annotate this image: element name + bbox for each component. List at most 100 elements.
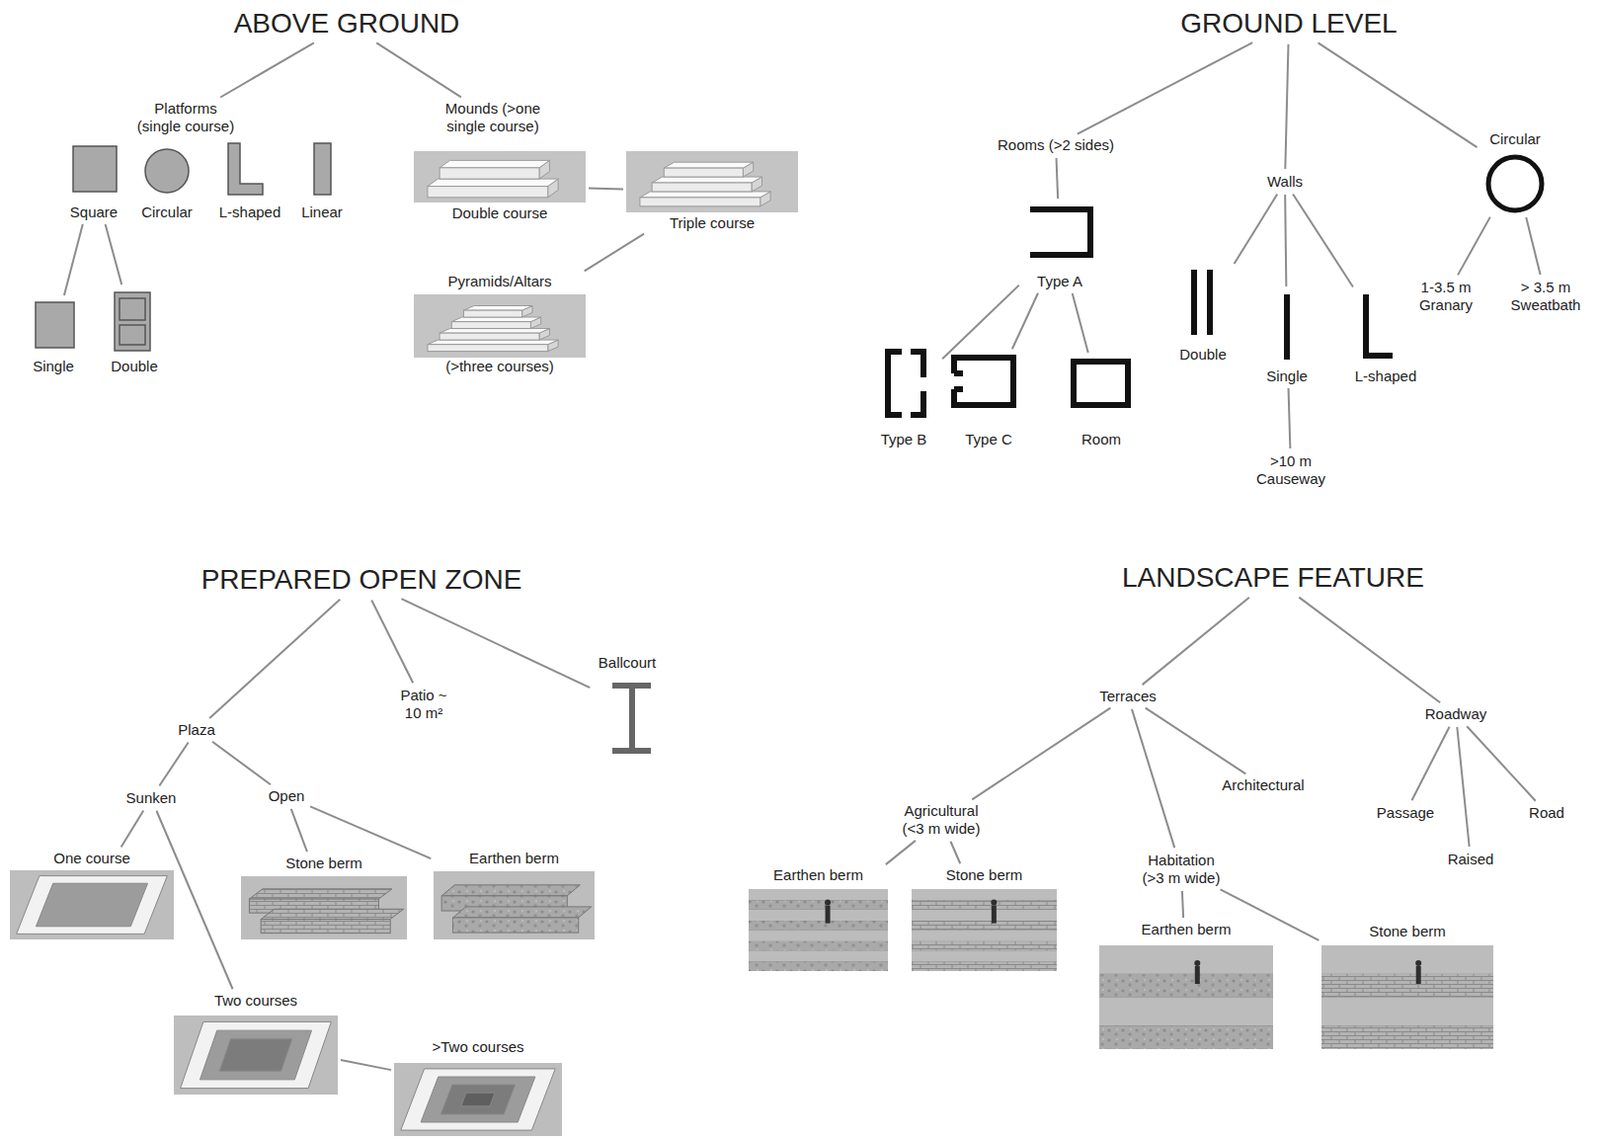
node-text: Stone berm xyxy=(285,854,363,873)
tree-connector xyxy=(371,599,413,683)
node-text: Circular xyxy=(141,203,193,222)
node-text: Square xyxy=(70,203,118,222)
class-label: Raised xyxy=(1444,849,1498,870)
tree-connector xyxy=(1411,726,1449,801)
render-ground xyxy=(394,1062,562,1136)
mound-top xyxy=(427,178,559,186)
tree-connector xyxy=(291,808,308,852)
tree-connector xyxy=(209,599,340,719)
class-icon-node: Stone berm xyxy=(240,854,407,940)
node-text: Passage xyxy=(1376,803,1435,822)
render-ground xyxy=(433,871,595,940)
tree-connector xyxy=(400,598,590,688)
tree-connector xyxy=(1077,42,1253,134)
node-text: Two courses xyxy=(214,991,298,1010)
category-title: ABOVE GROUND xyxy=(231,5,464,42)
tree-connector xyxy=(588,187,624,191)
node-text: ABOVE GROUND xyxy=(234,6,461,41)
tree-connector xyxy=(1220,888,1320,940)
mound-front xyxy=(439,167,540,179)
render-ground xyxy=(9,870,174,940)
figure xyxy=(825,905,831,924)
node-text: Double xyxy=(1179,345,1227,364)
terrace-top xyxy=(911,909,1057,921)
node-text: GROUND LEVEL xyxy=(1180,6,1397,41)
node-text: Rooms (>2 sides) xyxy=(997,136,1115,155)
class-icon-node: Earthen berm xyxy=(1099,920,1274,1049)
class-icon-node: Stone berm xyxy=(911,866,1057,971)
linear-icon xyxy=(314,143,331,195)
class-label: Mounds (>one single course) xyxy=(425,98,560,137)
terrace-front xyxy=(748,899,888,909)
tree-connector xyxy=(1318,42,1478,148)
node-text: L-shaped xyxy=(1355,367,1418,386)
berm-front xyxy=(260,919,391,934)
mound-front xyxy=(439,332,540,340)
terrace-front xyxy=(911,961,1057,971)
double-platform-icon xyxy=(114,292,151,351)
terrace-front xyxy=(748,941,888,951)
class-label: Sunken xyxy=(123,788,180,808)
terrace-render xyxy=(748,888,888,971)
node-text: Habitation (>3 m wide) xyxy=(1138,851,1224,887)
mound-top xyxy=(451,317,541,322)
mound-front xyxy=(640,197,761,207)
tree-connector xyxy=(1142,597,1250,685)
plaza-course xyxy=(16,876,168,935)
render-ground xyxy=(413,151,586,203)
node-text: Walls xyxy=(1267,172,1303,191)
tree-connector xyxy=(1072,293,1089,353)
class-icon-node: Earthen berm xyxy=(433,849,595,940)
render-ground xyxy=(413,294,586,358)
terrace-top xyxy=(1321,945,1494,974)
node-text: Road xyxy=(1528,803,1565,822)
node-text: >10 m Causeway xyxy=(1256,452,1326,488)
node-text: Pyramids/Altars xyxy=(447,272,552,291)
node-text: PREPARED OPEN ZONE xyxy=(201,562,523,597)
class-label: Agricultural (<3 m wide) xyxy=(893,800,989,839)
terrace-render xyxy=(911,888,1057,971)
class-label: 1-3.5 m Granary xyxy=(1413,277,1479,316)
class-icon-node: Circular xyxy=(1479,130,1551,215)
figure-head xyxy=(990,899,997,906)
class-icon-node: Pyramids/Altars (>three courses) xyxy=(413,272,586,376)
tree-connector xyxy=(1292,194,1354,288)
terrace-render xyxy=(1099,945,1274,1049)
category-title: LANDSCAPE FEATURE xyxy=(1119,560,1428,596)
plaza-course xyxy=(461,1092,495,1107)
platform-icons xyxy=(35,143,331,351)
figure-head xyxy=(1194,960,1200,966)
mound-top xyxy=(439,328,550,334)
class-label: > 3.5 m Sweatbath xyxy=(1506,277,1586,316)
tree-connector xyxy=(1131,709,1175,848)
node-text: Patio ~ 10 m² xyxy=(399,686,449,722)
node-text: (>three courses) xyxy=(445,357,555,376)
class-icon-node: Single xyxy=(1260,289,1314,386)
class-label: Walls xyxy=(1264,171,1306,192)
node-text: Earthen berm xyxy=(469,849,560,868)
terrace-top xyxy=(911,930,1057,942)
class-label: Plaza xyxy=(174,720,219,740)
render-ground xyxy=(173,1015,338,1095)
node-text: Raised xyxy=(1447,850,1495,869)
terrace-top xyxy=(748,909,888,921)
terrace-top xyxy=(1321,997,1494,1027)
class-label: Platforms (single course) xyxy=(132,98,240,137)
terrace-front xyxy=(1321,973,1494,998)
class-icon-node: L-shaped xyxy=(216,139,285,222)
figure-head xyxy=(1415,960,1422,966)
class-label: Open xyxy=(265,786,309,806)
node-text: Sunken xyxy=(126,789,177,807)
tree-connector xyxy=(1284,44,1288,169)
node-text: Terraces xyxy=(1099,687,1157,706)
terrace-top xyxy=(748,950,888,961)
node-text: L-shaped xyxy=(219,203,282,222)
terrace-front xyxy=(911,920,1057,930)
tree-connector xyxy=(310,805,431,859)
mound-render xyxy=(413,294,586,358)
class-label: Passage xyxy=(1373,802,1438,823)
terrace-front xyxy=(1099,973,1274,998)
tree-connector xyxy=(1466,725,1536,801)
l-wall-icon xyxy=(1365,294,1393,356)
